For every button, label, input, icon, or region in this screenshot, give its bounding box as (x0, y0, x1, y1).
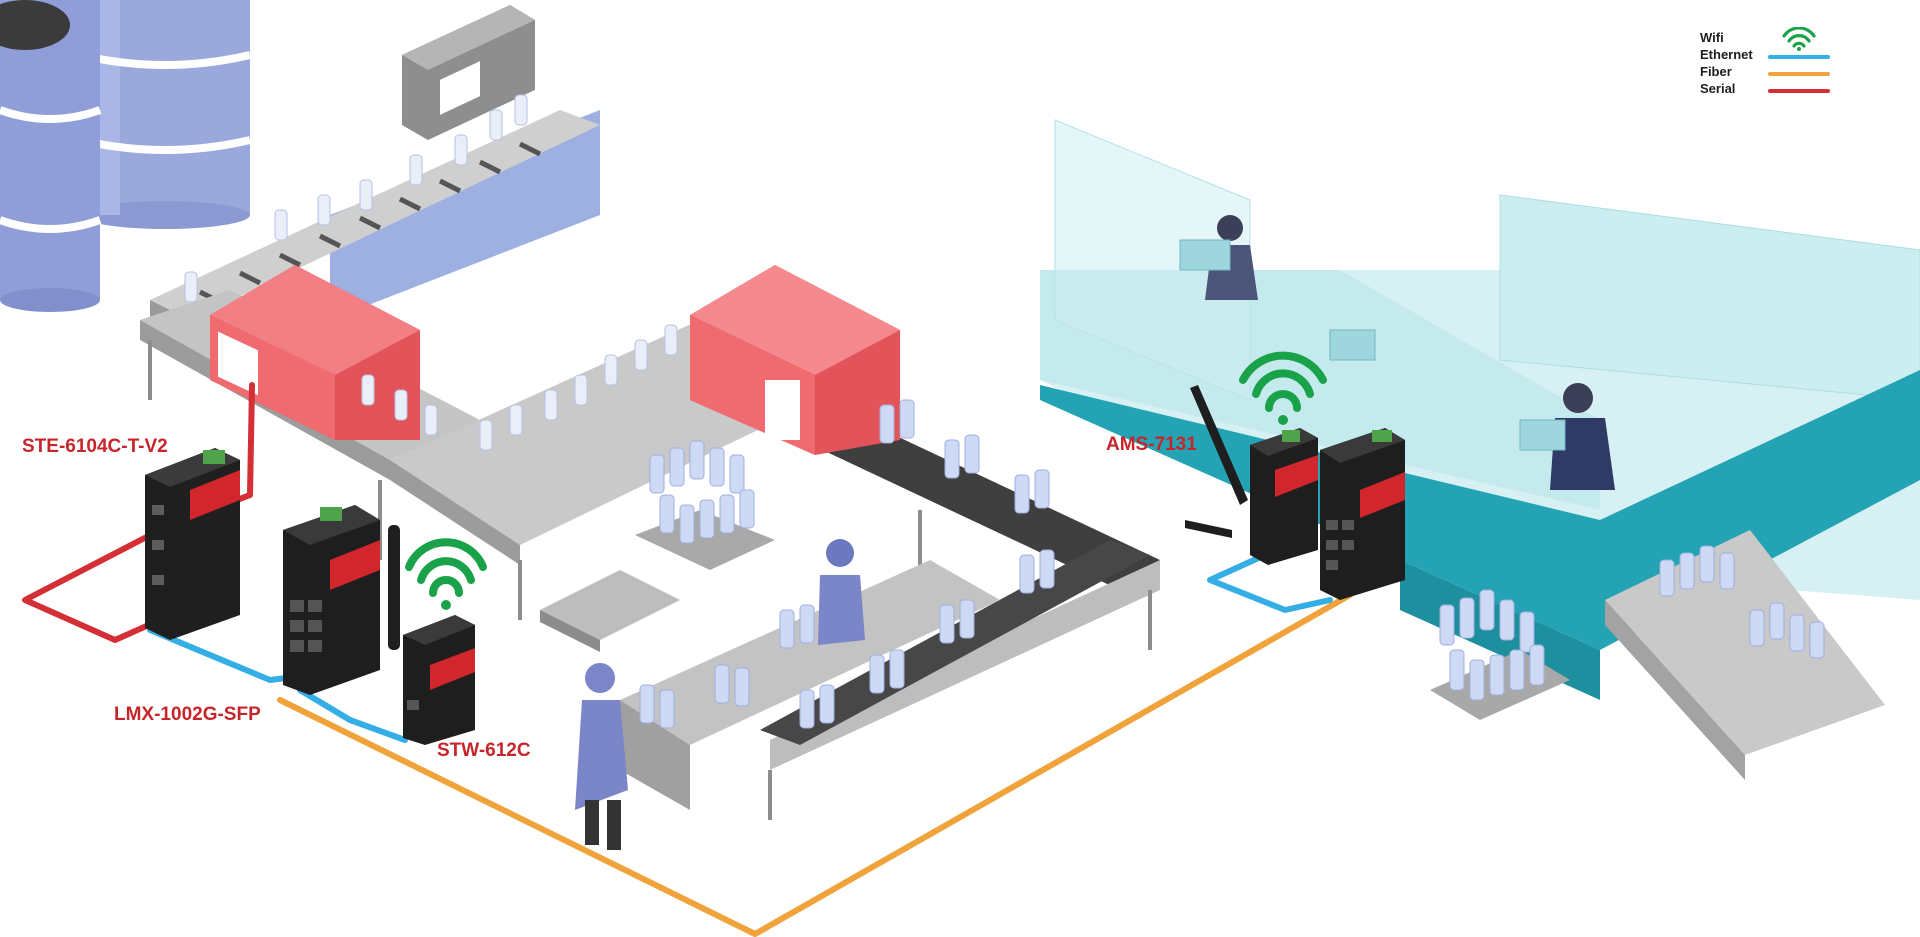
legend-item-fiber: Fiber (1700, 64, 1850, 81)
ethernet-cable-stw (297, 687, 408, 743)
fiber-cable (277, 592, 1353, 937)
office-area (1040, 119, 1920, 700)
ste-6104c-device (145, 448, 240, 640)
right-bottle-cart (1430, 589, 1570, 720)
wifi-icon (1782, 27, 1816, 51)
legend-label: Serial (1700, 81, 1736, 96)
main-conveyor (140, 290, 1160, 820)
stw-612c-label: STW-612C (437, 740, 531, 761)
legend-label: Fiber (1700, 64, 1732, 79)
red-machine-right (690, 265, 900, 455)
legend: Wifi Ethernet Fiber Serial (1700, 27, 1850, 98)
lmx-1002g-device (283, 505, 380, 695)
serial-cable (22, 382, 255, 643)
bottles (184, 94, 678, 451)
switch-device-right (1320, 428, 1405, 600)
stw-612c-device (388, 525, 475, 745)
storage-tanks (0, 0, 251, 312)
lmx-1002g-label: LMX-1002G-SFP (114, 704, 261, 725)
ams-7131-label: AMS-7131 (1106, 434, 1197, 455)
legend-line-serial (1768, 89, 1830, 93)
legend-line-fiber (1768, 72, 1830, 76)
wifi-icon-ams (1239, 351, 1327, 425)
legend-label: Wifi (1700, 30, 1724, 45)
packing-table (620, 399, 1055, 810)
network-cables (22, 382, 1353, 937)
ethernet-cable-right (1207, 552, 1333, 613)
ste-6104c-label: STE-6104C-T-V2 (22, 436, 168, 457)
legend-label: Ethernet (1700, 47, 1753, 62)
upper-conveyor (150, 110, 600, 345)
legend-item-ethernet: Ethernet (1700, 47, 1850, 64)
trolley (540, 570, 680, 652)
worker-front (575, 663, 628, 850)
legend-line-ethernet (1768, 55, 1830, 59)
bottle-cart-center (635, 440, 775, 570)
control-box (402, 5, 535, 140)
legend-item-serial: Serial (1700, 81, 1850, 98)
wifi-icon-stw (405, 538, 487, 610)
right-table (1605, 530, 1885, 780)
worker-middle (818, 539, 865, 645)
ams-7131-device (1185, 385, 1318, 565)
legend-item-wifi: Wifi (1700, 27, 1850, 51)
